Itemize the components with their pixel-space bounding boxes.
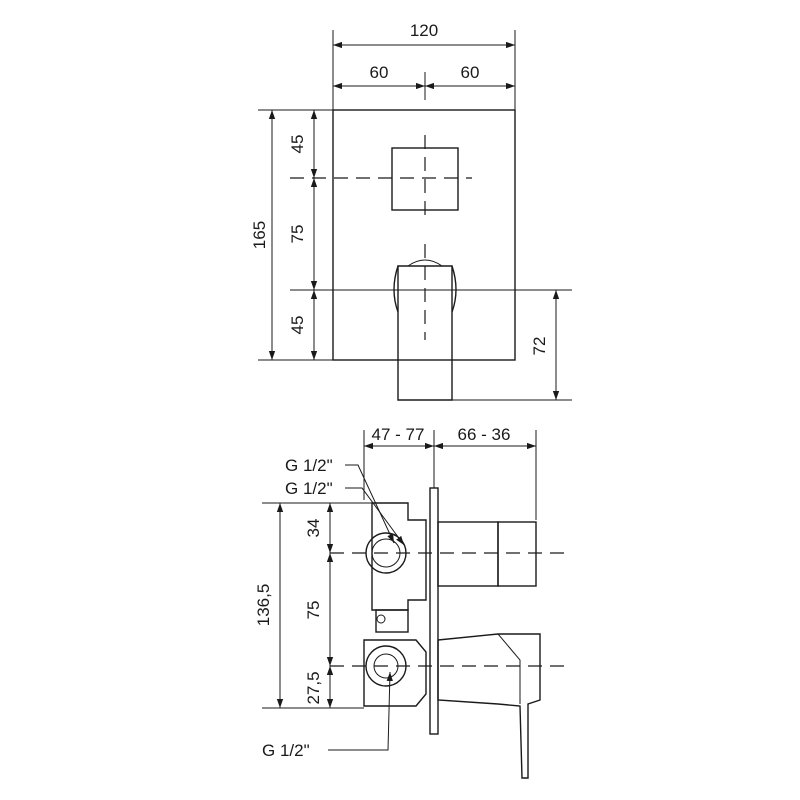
dim-half-left: 60 [370,63,389,82]
front-view: 120 60 60 165 45 75 45 72 [250,21,572,401]
front-lever-top-arc [407,259,443,267]
dim-top-offset: 45 [288,135,307,154]
dim-side-top-offset: 34 [304,519,323,538]
side-view: 47 - 77 66 - 36 G 1/2" G 1/2" G 1/2" 136… [254,425,566,779]
dim-bottom-offset: 45 [288,316,307,335]
thread-leader-3 [328,671,393,751]
thread-label-1: G 1/2" [285,456,333,475]
side-lever-handle [437,633,541,779]
side-wall-plate [429,487,439,735]
dim-side-center-spacing: 75 [304,601,323,620]
side-connector [375,609,409,633]
side-diverter-body [371,502,427,611]
dim-side-total-height: 136,5 [254,584,273,627]
thread-leader-1 [345,464,395,544]
thread-leader-2 [345,487,405,546]
dim-total-height: 165 [250,221,269,249]
dim-body-depth: 47 - 77 [372,425,425,444]
side-lever-detail [497,633,521,704]
dim-half-right: 60 [461,63,480,82]
dim-side-bottom-offset: 27,5 [304,671,323,704]
dim-center-spacing: 75 [288,225,307,244]
dim-handle-projection: 66 - 36 [458,425,511,444]
thread-label-3: G 1/2" [262,741,310,760]
thread-label-2: G 1/2" [285,479,333,498]
dim-lever-axis: 72 [530,337,549,356]
side-diverter-knob-cap [497,521,537,587]
front-cover-plate [332,109,516,361]
side-diverter-knob [437,521,499,587]
dim-total-width: 120 [410,21,438,40]
side-mixer-body [363,639,427,707]
side-connector-nut [376,614,386,624]
